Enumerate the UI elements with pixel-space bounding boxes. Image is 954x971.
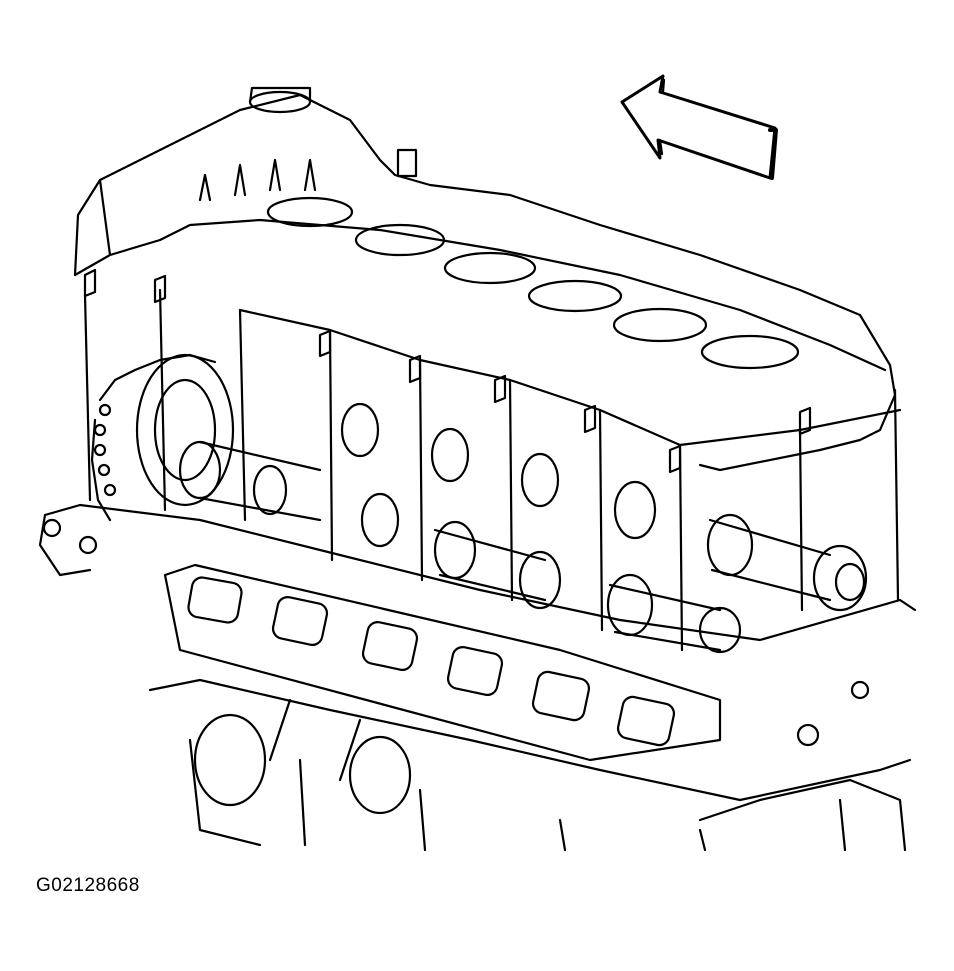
figure-id-label: G02128668 [36,875,140,896]
exhaust-ports [163,563,722,762]
valve-cover [73,86,897,472]
engine-block-lower [148,678,912,852]
direction-arrow-icon [620,74,778,180]
cylinder-bores [266,196,800,370]
head-bolts [83,268,812,474]
camshafts [178,402,868,654]
timing-sprocket [90,353,235,522]
cylinder-head-body [38,288,917,652]
